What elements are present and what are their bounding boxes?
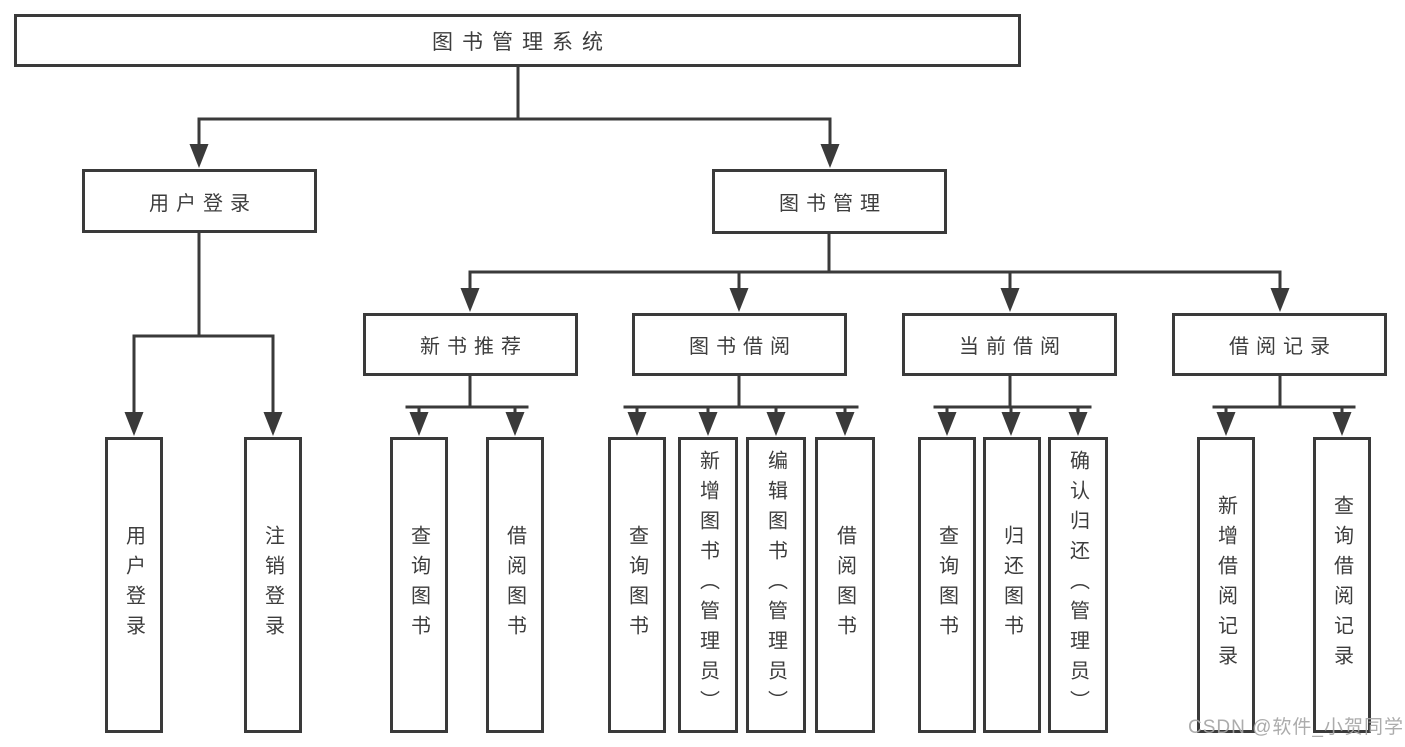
leaf-user-login: 用户登录 (105, 437, 163, 733)
node-label: 借阅记录 (1229, 336, 1337, 358)
node-library-management-system: 图书管理系统 (14, 14, 1021, 67)
leaf-query-books-recommend: 查询图书 (390, 437, 448, 733)
leaf-add-borrow-record: 新增借阅记录 (1197, 437, 1255, 733)
leaf-label: 借阅图书 (503, 525, 526, 645)
connector-user-login-split (124, 231, 283, 436)
node-book-management: 图书管理 (712, 169, 947, 234)
node-user-login-group: 用户登录 (82, 169, 317, 233)
node-book-borrow: 图书借阅 (632, 313, 847, 376)
node-label: 当前借阅 (959, 336, 1067, 358)
leaf-confirm-return-admin: 确认归还（管理员） (1048, 437, 1108, 733)
leaf-label: 新增图书（管理员） (696, 450, 719, 720)
node-new-book-recommend: 新书推荐 (363, 313, 578, 376)
leaf-label: 编辑图书（管理员） (764, 450, 787, 720)
leaf-query-books-borrow: 查询图书 (608, 437, 666, 733)
connector-book-borrow-split (623, 374, 859, 436)
leaf-borrow-books-recommend: 借阅图书 (486, 437, 544, 733)
csdn-watermark: CSDN @软件_小贺同学 (1188, 717, 1404, 738)
leaf-label: 查询图书 (625, 525, 648, 645)
leaf-query-borrow-record: 查询借阅记录 (1313, 437, 1371, 733)
leaf-label: 借阅图书 (833, 525, 856, 645)
connector-book-management-split (460, 232, 1290, 312)
leaf-edit-books-admin: 编辑图书（管理员） (746, 437, 806, 733)
node-label: 图书管理 (779, 193, 887, 215)
leaf-label: 确认归还（管理员） (1066, 450, 1089, 720)
node-current-borrow: 当前借阅 (902, 313, 1117, 376)
leaf-label: 注销登录 (261, 525, 284, 645)
connector-current-borrow-split (933, 374, 1092, 436)
leaf-label: 用户登录 (122, 525, 145, 645)
leaf-label: 查询图书 (407, 525, 430, 645)
leaf-return-books: 归还图书 (983, 437, 1041, 733)
node-label: 新书推荐 (420, 336, 528, 358)
node-label: 图书管理系统 (432, 30, 612, 54)
leaf-logout: 注销登录 (244, 437, 302, 733)
leaf-label: 查询图书 (935, 525, 958, 645)
leaf-label: 查询借阅记录 (1330, 495, 1353, 675)
connector-new-book-split (405, 374, 529, 436)
connector-borrow-records-split (1212, 374, 1356, 436)
leaf-label: 归还图书 (1000, 525, 1023, 645)
leaf-label: 新增借阅记录 (1214, 495, 1237, 675)
leaf-query-books-current: 查询图书 (918, 437, 976, 733)
node-label: 图书借阅 (689, 336, 797, 358)
leaf-borrow-books: 借阅图书 (815, 437, 875, 733)
node-borrow-records: 借阅记录 (1172, 313, 1387, 376)
connector-root-split (189, 65, 840, 168)
node-label: 用户登录 (149, 192, 257, 215)
leaf-add-books-admin: 新增图书（管理员） (678, 437, 738, 733)
